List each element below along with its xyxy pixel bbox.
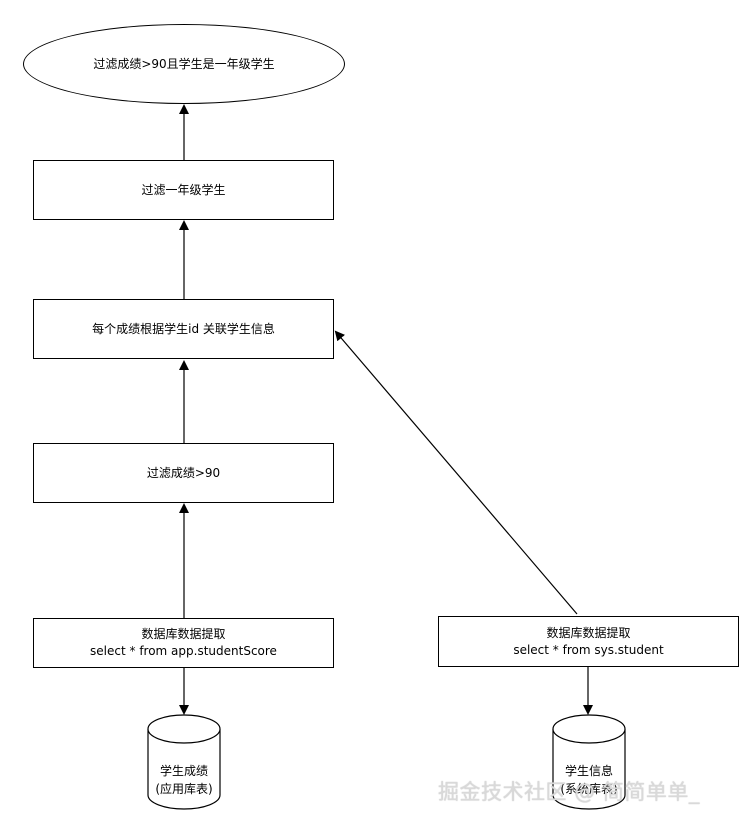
db-cylinder-student [552,714,626,810]
filter-score-node[interactable]: 过滤成绩>90 [33,443,334,503]
extract-score-query: select * from app.studentScore [90,644,277,658]
extract-student-query: select * from sys.student [513,642,664,657]
db-score-type: (应用库表) [155,782,213,796]
join-node[interactable]: 每个成绩根据学生id 关联学生信息 [33,299,334,359]
edge-extract-student-to-join [334,330,578,615]
filter-grade-node[interactable]: 过滤一年级学生 [33,160,334,220]
extract-student-node[interactable]: 数据库数据提取 select * from sys.student [438,616,739,667]
filter-grade-label: 过滤一年级学生 [141,182,226,197]
result-label: 过滤成绩>90且学生是一年级学生 [93,56,275,71]
db-student-name: 学生信息 [564,764,613,778]
db-score-label: 学生成绩 (应用库表) [139,762,229,798]
extract-score-node[interactable]: 数据库数据提取 select * from app.studentScore [33,618,334,668]
result-node[interactable]: 过滤成绩>90且学生是一年级学生 [23,24,345,104]
db-cylinder-score [147,714,221,810]
db-student-type: (系统库表) [560,782,618,796]
watermark: 掘金技术社区 @ 简简单单_ [438,780,700,804]
db-student-label: 学生信息 (系统库表) [544,762,634,798]
filter-score-label: 过滤成绩>90 [146,465,221,480]
extract-student-title: 数据库数据提取 [546,625,631,640]
extract-score-title: 数据库数据提取 [141,627,226,641]
db-score-name: 学生成绩 [159,764,208,778]
join-label: 每个成绩根据学生id 关联学生信息 [92,321,275,336]
